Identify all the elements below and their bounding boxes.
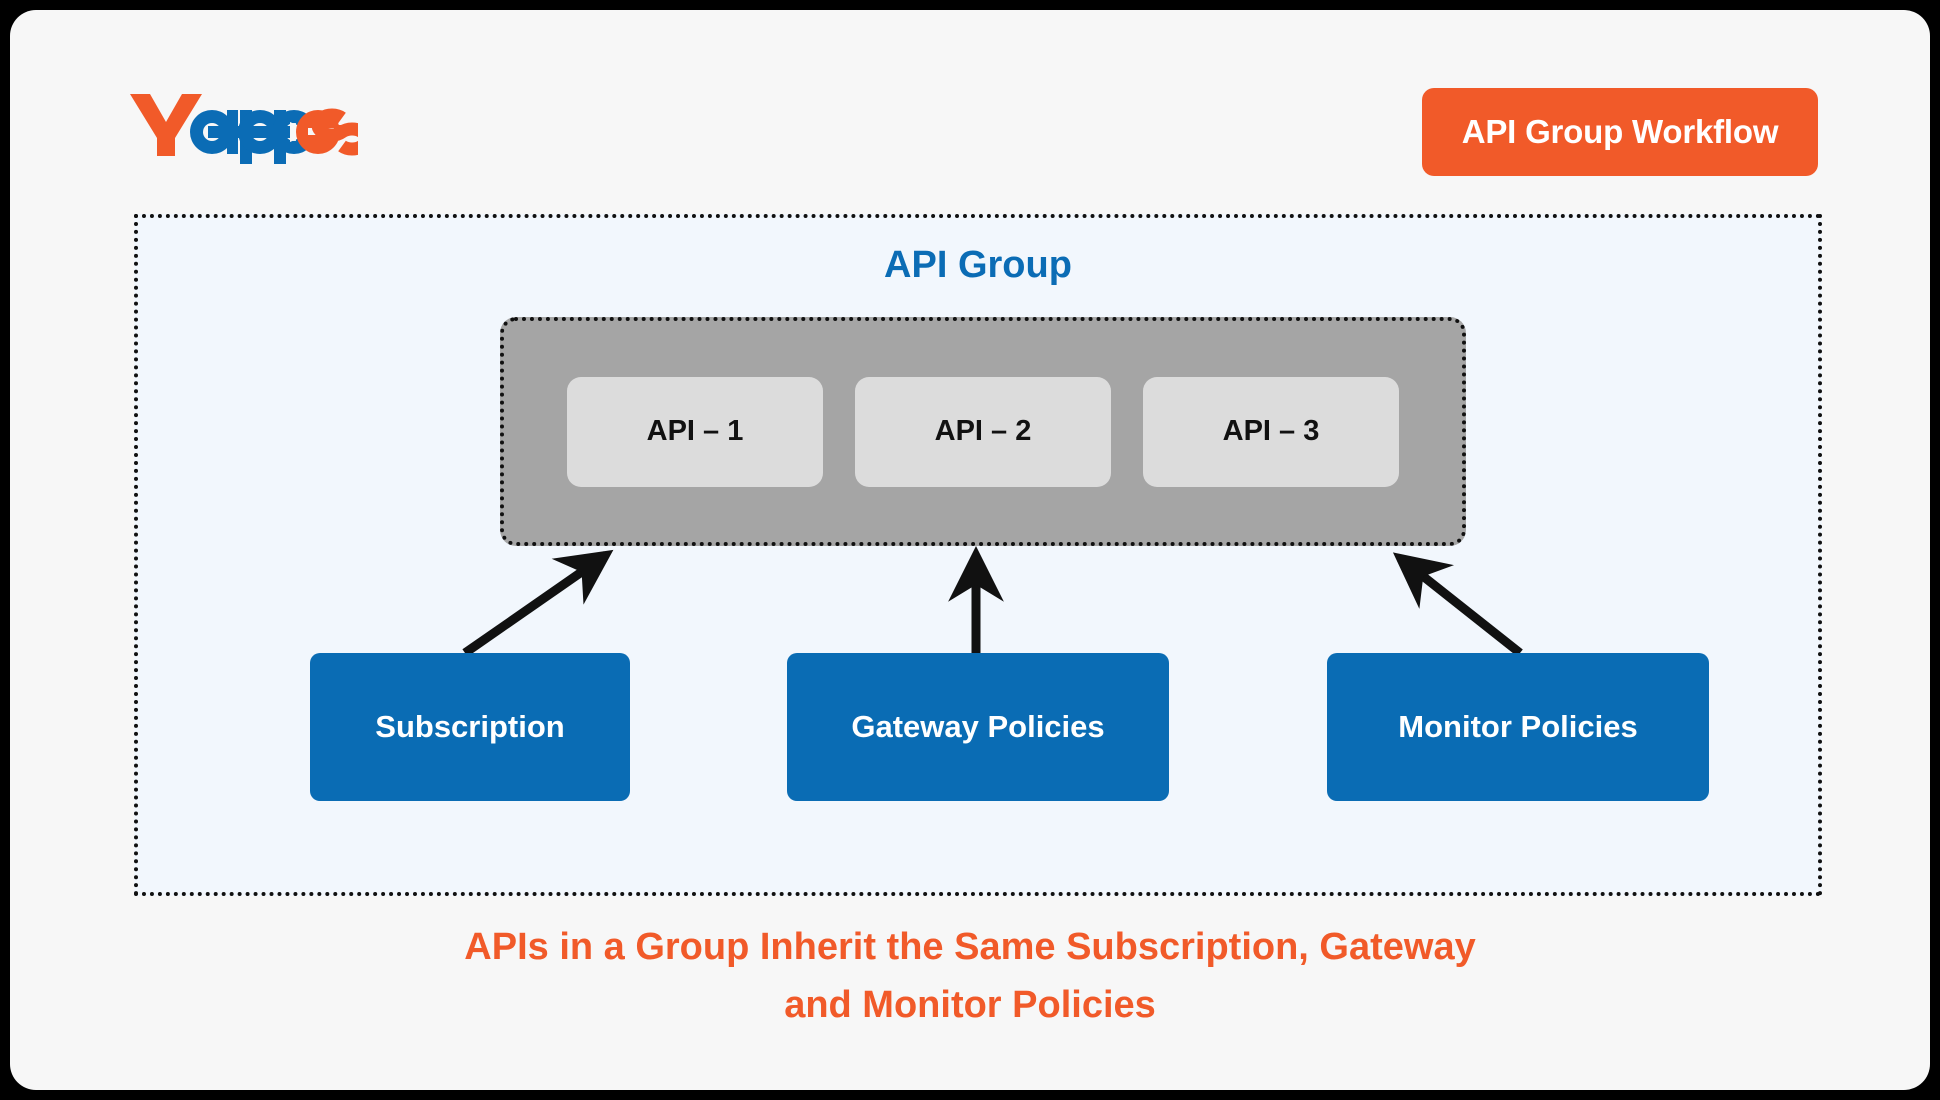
- yappes-logo-svg: [130, 94, 373, 164]
- policy-box-label: Gateway Policies: [851, 709, 1105, 744]
- policy-box-monitor-policies[interactable]: Monitor Policies: [1327, 653, 1709, 801]
- caption-line-1: APIs in a Group Inherit the Same Subscri…: [464, 926, 1476, 968]
- policy-box-subscription[interactable]: Subscription: [310, 653, 630, 801]
- policy-box-label: Monitor Policies: [1398, 709, 1638, 744]
- policy-box-label: Subscription: [375, 709, 565, 744]
- caption: APIs in a Group Inherit the Same Subscri…: [10, 918, 1930, 1034]
- api-box-2[interactable]: API – 2: [855, 376, 1111, 487]
- api-box-label: API – 3: [1222, 415, 1320, 447]
- policy-box-gateway-policies[interactable]: Gateway Policies: [787, 653, 1169, 801]
- yappes-logo: [128, 92, 373, 164]
- api-box-3[interactable]: API – 3: [1143, 376, 1399, 487]
- page-canvas: API Group Workflow API Group API – 1 API…: [10, 10, 1930, 1090]
- panel-title: API Group: [884, 244, 1072, 286]
- api-group-workflow-badge[interactable]: API Group Workflow: [1422, 88, 1818, 176]
- api-container: API – 1 API – 2 API – 3: [500, 317, 1466, 546]
- api-box-1[interactable]: API – 1: [567, 376, 823, 487]
- caption-line-2: and Monitor Policies: [784, 984, 1156, 1026]
- api-box-label: API – 1: [646, 415, 744, 447]
- badge-label: API Group Workflow: [1461, 113, 1779, 150]
- api-box-label: API – 2: [934, 415, 1032, 447]
